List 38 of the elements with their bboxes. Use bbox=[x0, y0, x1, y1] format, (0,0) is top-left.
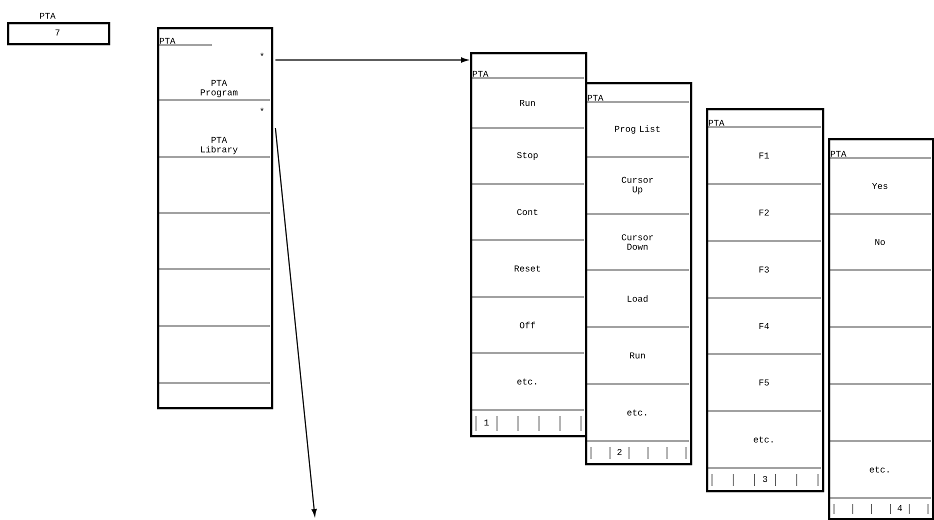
menu-item: Run bbox=[630, 352, 645, 359]
menu-item: Load bbox=[628, 295, 648, 302]
arrow bbox=[275, 57, 468, 63]
menu-item: Reset bbox=[514, 265, 540, 272]
menu-item: etc. bbox=[870, 466, 889, 473]
menu-item: Off bbox=[520, 322, 536, 328]
menu-item: Cont bbox=[517, 208, 538, 216]
menu-item: F3 bbox=[759, 266, 769, 273]
menu-title: PTA bbox=[830, 150, 846, 157]
asterisk: * bbox=[260, 52, 264, 56]
menu-item: Cursor Up bbox=[622, 176, 653, 194]
page-indicator: 4 bbox=[834, 504, 928, 514]
arrow bbox=[274, 128, 317, 516]
page-indicator: 3 bbox=[712, 474, 818, 486]
menu-title: PTA bbox=[472, 70, 488, 77]
menu-item: Yes bbox=[872, 183, 888, 190]
box-title: PTA bbox=[40, 12, 56, 19]
menu-item: No bbox=[875, 239, 885, 246]
menu-item: F5 bbox=[759, 380, 769, 386]
value-box: 7 bbox=[7, 22, 110, 46]
menu-item: Prog List bbox=[615, 125, 660, 134]
menu-item: F2 bbox=[759, 210, 769, 216]
asterisk: * bbox=[260, 108, 264, 111]
page-indicator: 2 bbox=[590, 446, 686, 460]
menu-item: etc. bbox=[754, 436, 773, 443]
menu-item: etc. bbox=[517, 378, 536, 385]
page-indicator: 1 bbox=[476, 416, 582, 432]
menu-item: Run bbox=[520, 100, 535, 106]
menu-item: PTA Library bbox=[201, 136, 238, 154]
menu-item: etc. bbox=[627, 409, 646, 416]
menu-item: Cursor Down bbox=[622, 234, 653, 250]
menu-title: PTA bbox=[588, 94, 604, 101]
menu-item: Stop bbox=[517, 152, 538, 160]
menu-item: F4 bbox=[759, 323, 769, 329]
menu-title: PTA bbox=[160, 38, 176, 44]
menu-title: PTA bbox=[708, 120, 724, 126]
menu-item: PTA Program bbox=[200, 80, 238, 98]
menu-item: F1 bbox=[759, 152, 769, 158]
